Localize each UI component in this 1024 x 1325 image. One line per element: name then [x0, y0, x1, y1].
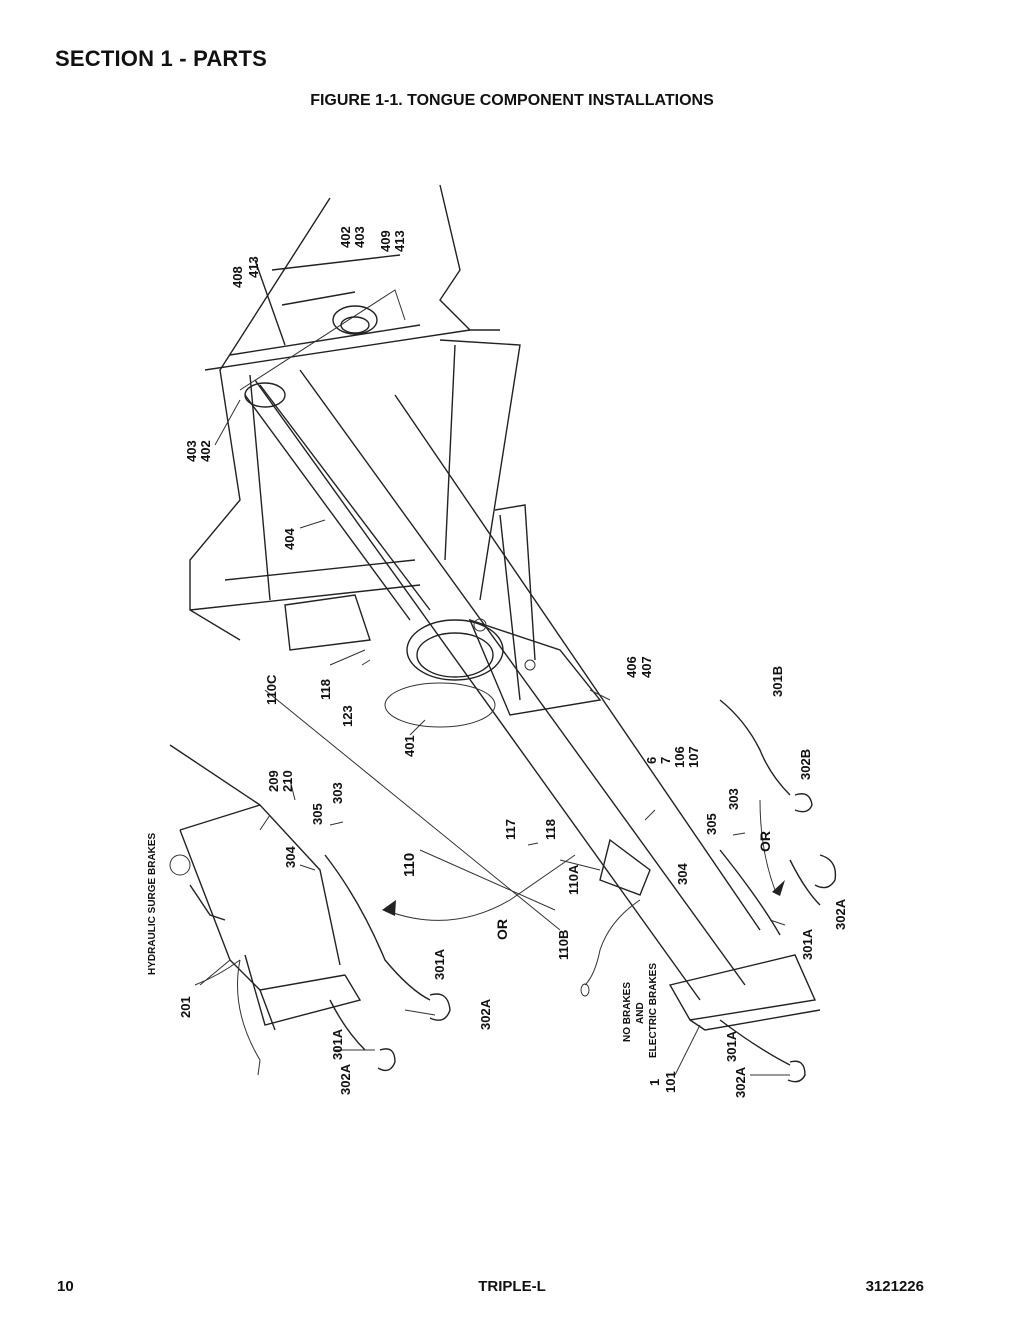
callout-7: 7 [658, 757, 673, 764]
callout-402: 402 [338, 226, 353, 248]
callout-404: 404 [282, 528, 297, 550]
callout-407: 407 [639, 656, 654, 678]
callout-303-left: 303 [330, 782, 345, 804]
callout-101: 101 [663, 1071, 678, 1093]
callout-305-right: 305 [704, 813, 719, 835]
callout-304-right: 304 [675, 863, 690, 885]
callout-406: 406 [624, 656, 639, 678]
figure-title: FIGURE 1-1. TONGUE COMPONENT INSTALLATIO… [310, 92, 714, 109]
callout-301b: 301B [770, 666, 785, 697]
callout-301a-right: 301A [800, 928, 815, 960]
callout-117: 117 [503, 819, 518, 840]
callout-304-left: 304 [283, 846, 298, 868]
no-brakes-label-line1: NO BRAKES [622, 982, 633, 1042]
or-label-right: OR [757, 831, 773, 852]
diagram-line-art [169, 184, 837, 1083]
callout-6: 6 [644, 757, 659, 764]
callout-403b: 403 [184, 440, 199, 462]
callout-302a-right: 302A [833, 898, 848, 930]
callout-110c: 110C [264, 674, 279, 705]
callout-209: 209 [266, 770, 281, 792]
callout-305-left: 305 [310, 803, 325, 825]
no-brakes-label-line3: ELECTRIC BRAKES [648, 963, 659, 1058]
or-label-left: OR [494, 919, 510, 940]
callout-401: 401 [402, 735, 417, 757]
callout-107: 107 [686, 746, 701, 768]
callout-301a-bottom: 301A [724, 1030, 739, 1062]
callout-210: 210 [280, 770, 295, 792]
callout-302a-bottom: 302A [733, 1066, 748, 1098]
callout-1: 1 [647, 1079, 662, 1086]
hydraulic-surge-brakes-label: HYDRAULIC SURGE BRAKES [147, 832, 158, 975]
footer-page-number: 10 [57, 1278, 74, 1295]
no-brakes-label-line2: AND [635, 1002, 646, 1024]
callout-301a-left: 301A [330, 1028, 345, 1060]
callout-110b: 110B [556, 930, 571, 960]
callout-302b: 302B [798, 749, 813, 780]
callout-402b: 402 [198, 440, 213, 462]
callout-302a-mid: 302A [478, 998, 493, 1030]
callout-303-right: 303 [726, 788, 741, 810]
callout-118b: 118 [543, 819, 558, 840]
section-title: SECTION 1 - PARTS [55, 46, 268, 71]
callout-302a-left: 302A [338, 1063, 353, 1095]
footer-model: TRIPLE-L [478, 1278, 546, 1295]
callout-408: 408 [230, 266, 245, 288]
callout-301a-mid: 301A [432, 948, 447, 980]
footer-doc-number: 3121226 [865, 1278, 924, 1295]
callout-413b: 413 [392, 230, 407, 252]
callout-110a: 110A [566, 864, 581, 895]
callout-110: 110 [401, 853, 418, 877]
callout-123: 123 [340, 705, 355, 727]
callout-106: 106 [672, 746, 687, 768]
callout-labels: 408 413 402 403 409 413 403 402 404 110C… [147, 226, 848, 1098]
callout-201: 201 [178, 996, 193, 1018]
callout-118: 118 [318, 679, 333, 700]
callout-413: 413 [246, 256, 261, 278]
callout-403: 403 [352, 226, 367, 248]
callout-409: 409 [378, 230, 393, 252]
